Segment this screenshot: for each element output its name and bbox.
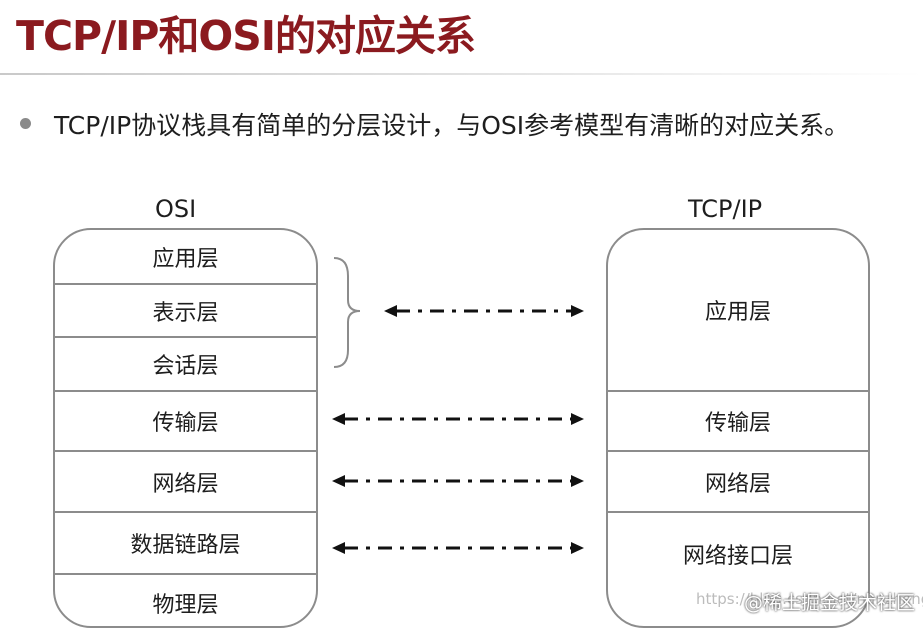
watermark-url: https://blog.csdn.net/nanzheng: [696, 590, 923, 608]
osi-layer-transport: 传输层: [55, 392, 316, 452]
tcpip-layer-transport: 传输层: [608, 392, 868, 452]
osi-layer-physical: 物理层: [152, 592, 219, 618]
bullet-dot-icon: [20, 118, 31, 129]
osi-layer-session: 会话层: [55, 338, 316, 392]
osi-stack: 应用层 表示层 会话层 传输层 网络层 数据链路层 物理层: [53, 228, 318, 628]
osi-layer-application: 应用层: [55, 230, 316, 285]
arrow-transport: [332, 413, 584, 425]
tcpip-layer-network-interface: 网络接口层: [682, 543, 793, 569]
title-divider: [0, 73, 923, 75]
watermark-brand: @稀土掘金技术社区: [744, 592, 916, 614]
bullet-text: TCP/IP协议栈具有简单的分层设计，与OSI参考模型有清晰的对应关系。: [54, 111, 850, 140]
osi-layer-network: 网络层: [55, 452, 316, 513]
osi-layer-datalink: 数据链路层: [55, 513, 316, 575]
brace-icon: [333, 257, 361, 368]
tcpip-stack: 应用层 传输层 网络层 网络接口层: [606, 228, 870, 628]
arrow-network: [332, 475, 584, 487]
osi-label: OSI: [155, 195, 197, 223]
arrow-network-interface: [332, 542, 584, 554]
tcpip-layer-network: 网络层: [608, 452, 868, 513]
tcpip-label: TCP/IP: [688, 195, 763, 223]
arrow-application: [384, 305, 584, 317]
slide-title: TCP/IP和OSI的对应关系: [16, 12, 476, 60]
osi-layer-presentation: 表示层: [55, 285, 316, 338]
tcpip-layer-application: 应用层: [608, 230, 868, 392]
